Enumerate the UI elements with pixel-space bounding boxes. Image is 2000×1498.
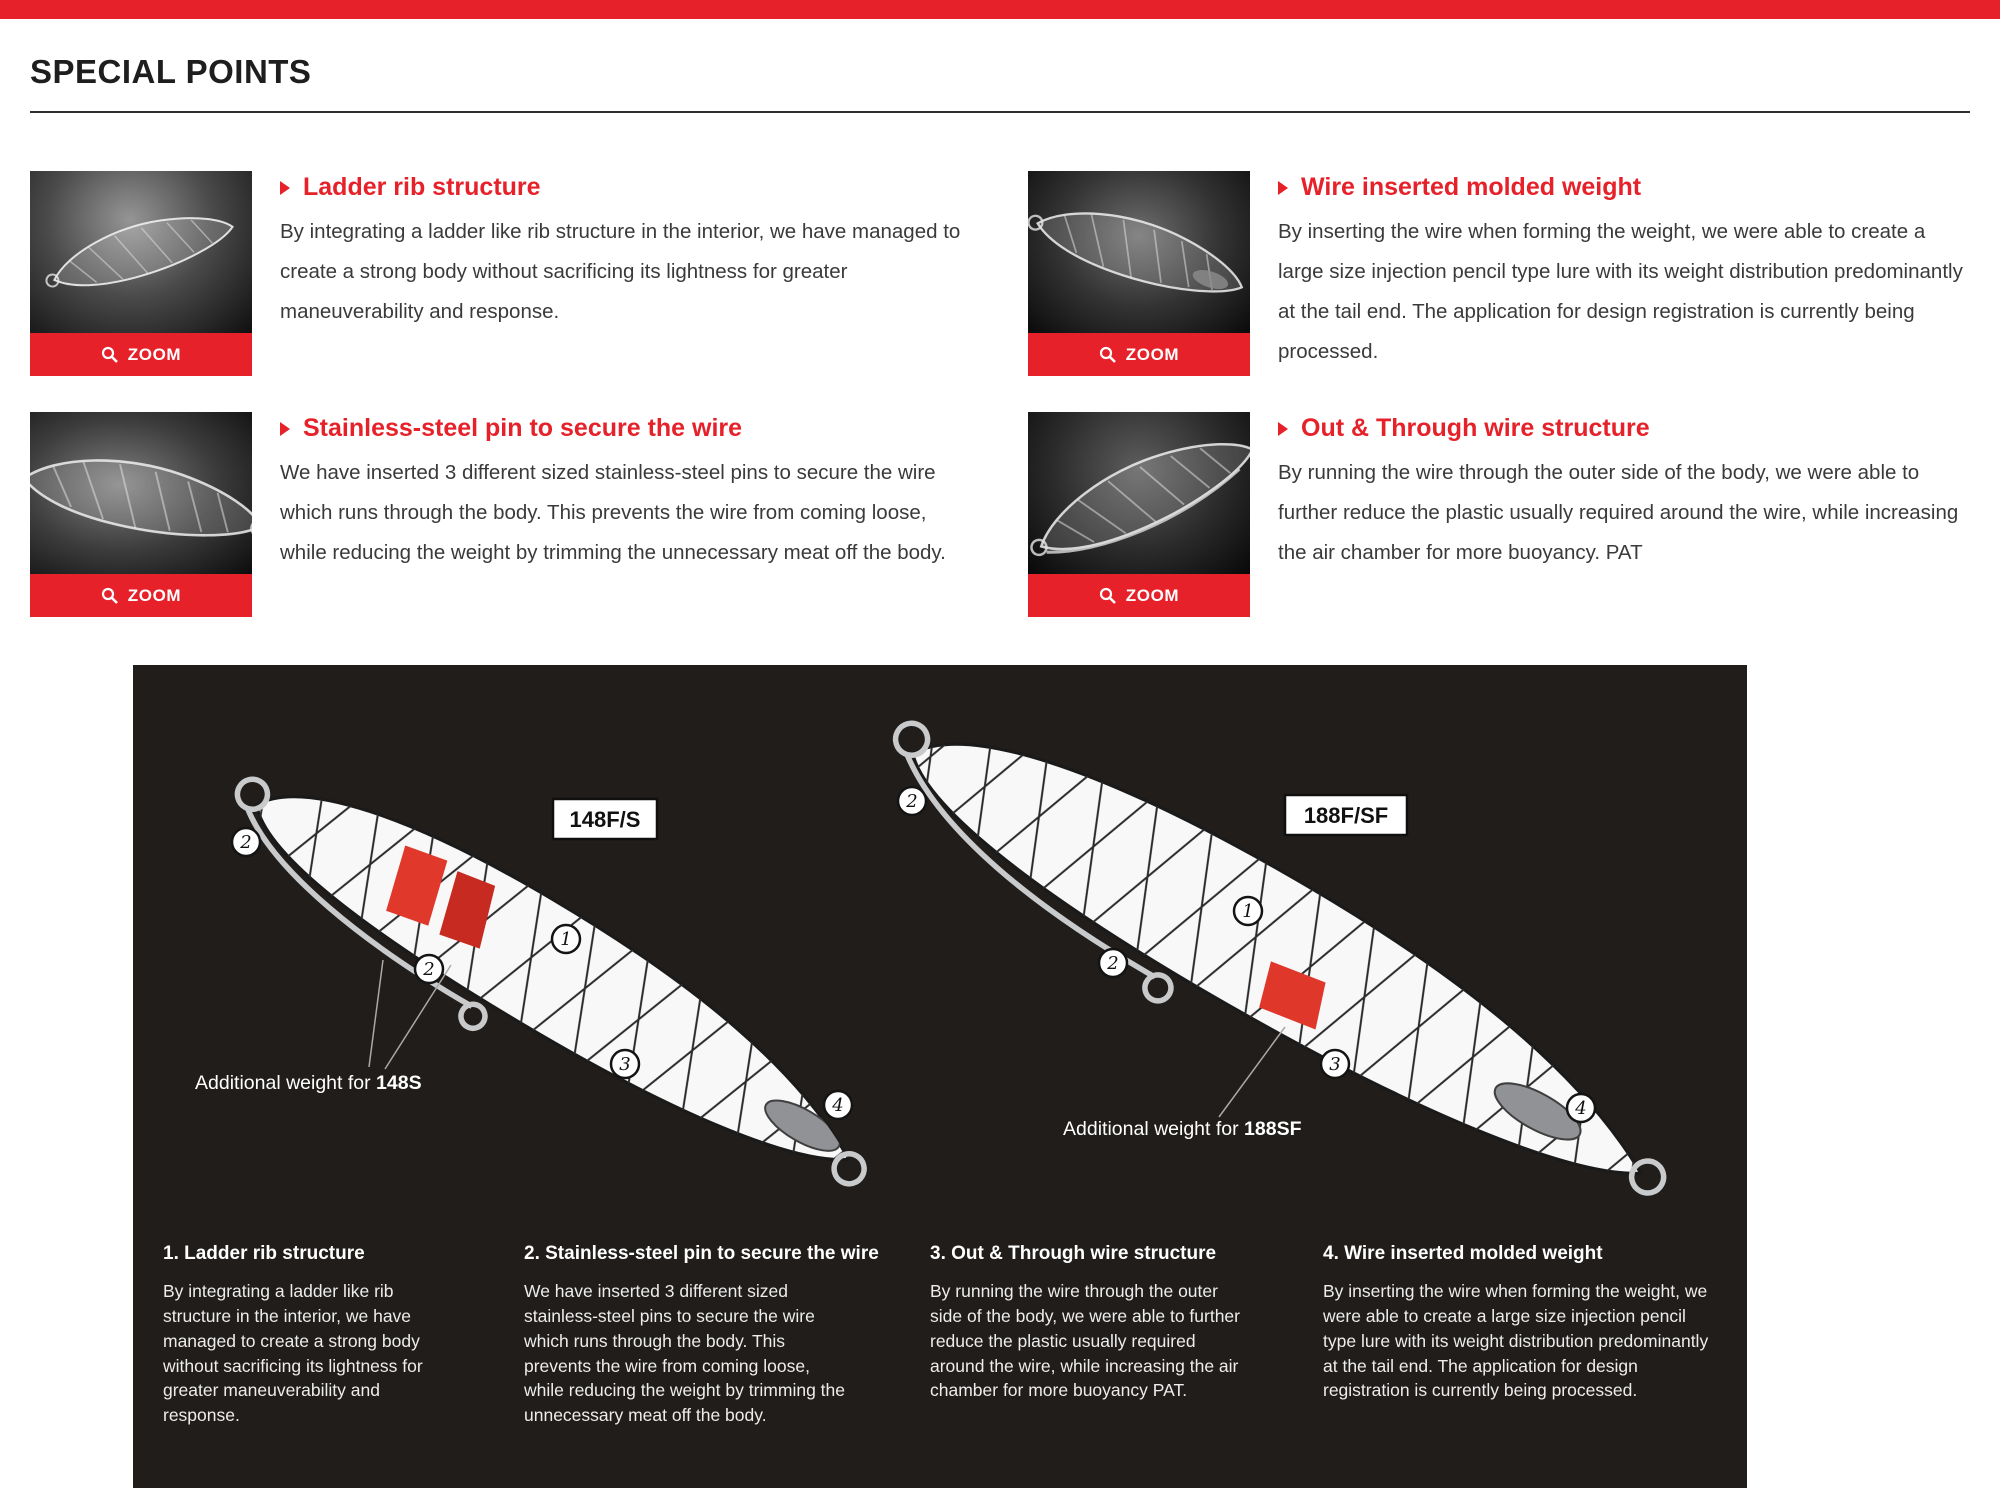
bullet-arrow-icon [280,421,290,436]
lure-photo-sketch [1030,443,1250,557]
feature-title-label: Wire inserted molded weight [1301,173,1642,201]
feature-title-label: Ladder rib structure [303,173,541,201]
leader-lines [368,959,1286,1118]
model-badge-188: 188F/SF [1283,793,1409,837]
legend-column-4: 4. Wire inserted molded weight By insert… [1323,1243,1711,1428]
legend-title: 3. Out & Through wire structure [930,1243,1217,1264]
legend-body: By integrating a ladder like rib structu… [163,1281,423,1426]
additional-weight-patch [439,871,496,949]
lure-cutaway-diagram: 148F/S 188F/SF Additional weight for 148… [195,685,1686,1222]
legend-body: We have inserted 3 different sized stain… [524,1281,845,1426]
lure-photo-sketch [1028,212,1244,293]
feature-text-block: Stainless-steel pin to secure the wire W… [280,412,972,573]
tail-weight [764,1099,841,1152]
lure-photo-thumbnail[interactable] [1028,412,1250,574]
lure-148-drawing [226,746,889,1201]
feature-thumb-block: ZOOM [30,171,252,376]
svg-text:3: 3 [619,1054,630,1075]
zoom-button-label: ZOOM [1125,585,1180,605]
belly-wire-loop [1142,972,1174,1004]
legend-column-1: 1. Ladder rib structure By integrating a… [163,1243,441,1428]
feature-title-label: Stainless-steel pin to secure the wire [303,414,743,442]
lure-photo-thumbnail[interactable] [30,171,252,333]
zoom-button[interactable]: ZOOM [30,574,252,617]
page-title: SPECIAL POINTS [30,53,312,90]
nose-wire-loop [234,776,271,813]
svg-text:2: 2 [422,959,434,980]
legend-body: By running the wire through the outer si… [930,1281,1240,1401]
additional-weight-patch [1259,961,1326,1030]
svg-text:4: 4 [831,1095,843,1116]
feature-card-out-through-wire: ZOOM Out & Through wire structure By run… [1028,412,1970,617]
legend-column-2: 2. Stainless-steel pin to secure the wir… [524,1243,879,1428]
model-badge-188-label: 188F/SF [1304,803,1388,828]
zoom-button[interactable]: ZOOM [30,333,252,376]
svg-text:2: 2 [239,832,251,853]
feature-text-block: Wire inserted molded weight By inserting… [1278,171,1970,372]
feature-card-ladder-rib: ZOOM Ladder rib structure By integrating… [30,171,972,376]
model-badge-148: 148F/S [551,797,659,841]
additional-weight-patch [386,845,448,926]
lure-photo-sketch [30,459,252,538]
feature-text-block: Ladder rib structure By integrating a la… [280,171,972,332]
zoom-button-label: ZOOM [127,344,182,364]
lure-188-drawing [878,685,1686,1222]
bullet-arrow-icon [280,180,290,195]
lure-photo-thumbnail[interactable] [1028,171,1250,333]
feature-text-block: Out & Through wire structure By running … [1278,412,1970,573]
svg-text:4: 4 [1574,1098,1586,1119]
tail-weight [1493,1082,1582,1141]
additional-weight-note-188: Additional weight for 188SF [1063,1118,1302,1140]
magnifier-icon [1099,346,1116,363]
svg-text:2: 2 [1106,953,1118,974]
model-badge-148-label: 148F/S [570,807,641,832]
feature-title: Wire inserted molded weight [1278,173,1970,202]
legend-body: By inserting the wire when forming the w… [1323,1281,1709,1401]
diagram-markers: 2 2 1 3 4 2 1 2 3 4 [230,785,1597,1124]
heading-divider [30,111,1970,113]
svg-text:3: 3 [1329,1054,1340,1075]
belly-wire-loop [458,1001,488,1032]
lure-photo-thumbnail[interactable] [30,412,252,574]
bullet-arrow-icon [1278,421,1288,436]
diagram-panel: 148F/S 188F/SF Additional weight for 148… [133,665,1747,1489]
feature-thumb-block: ZOOM [1028,171,1250,376]
feature-description: We have inserted 3 different sized stain… [280,461,946,564]
lure-photo-sketch [45,217,234,288]
svg-text:2: 2 [905,791,917,812]
diagram-legend: 1. Ladder rib structure By integrating a… [133,1225,1747,1428]
bullet-arrow-icon [1278,180,1288,195]
svg-text:1: 1 [1242,901,1253,922]
zoom-button[interactable]: ZOOM [1028,574,1250,617]
magnifier-icon [1099,587,1116,604]
magnifier-icon [101,346,118,363]
legend-title: 2. Stainless-steel pin to secure the wir… [524,1243,879,1264]
feature-title: Out & Through wire structure [1278,414,1970,443]
legend-title: 4. Wire inserted molded weight [1323,1243,1603,1264]
feature-card-stainless-pin: ZOOM Stainless-steel pin to secure the w… [30,412,972,617]
nose-wire-loop [892,720,931,759]
feature-grid: ZOOM Ladder rib structure By integrating… [0,171,2000,617]
feature-description: By running the wire through the outer si… [1278,461,1959,564]
feature-title: Stainless-steel pin to secure the wire [280,414,972,443]
tail-wire-loop [1628,1158,1667,1196]
additional-weight-note-148: Additional weight for 148S [195,1072,422,1094]
zoom-button[interactable]: ZOOM [1028,333,1250,376]
tail-wire-loop [831,1151,867,1187]
svg-text:1: 1 [560,929,571,950]
legend-title: 1. Ladder rib structure [163,1243,365,1264]
feature-description: By integrating a ladder like rib structu… [280,220,961,323]
zoom-button-label: ZOOM [1125,344,1180,364]
legend-column-3: 3. Out & Through wire structure By runni… [930,1243,1240,1428]
zoom-button-label: ZOOM [127,585,182,605]
top-accent-bar [0,0,2000,19]
feature-title-label: Out & Through wire structure [1301,414,1650,442]
feature-card-molded-weight: ZOOM Wire inserted molded weight By inse… [1028,171,1970,376]
feature-thumb-block: ZOOM [1028,412,1250,617]
feature-title: Ladder rib structure [280,173,972,202]
feature-thumb-block: ZOOM [30,412,252,617]
magnifier-icon [101,587,118,604]
feature-description: By inserting the wire when forming the w… [1278,220,1963,363]
